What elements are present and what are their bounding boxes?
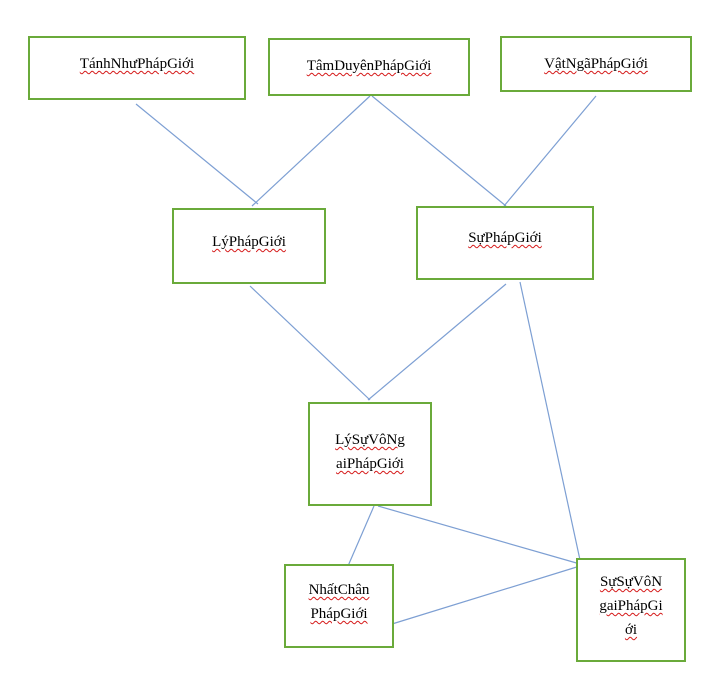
node-nhat-chan: NhấtChân PhápGiới xyxy=(284,564,394,648)
connector-ly-su-to-nhat-chan xyxy=(347,505,375,567)
node-nhat-chan-label-1: NhấtChân xyxy=(308,582,370,598)
node-vat-nga-label: VậtNgãPhápGiới xyxy=(544,56,648,72)
connector-tam-duyen-to-ly xyxy=(251,95,371,207)
node-tam-duyen: TâmDuyênPhápGiới xyxy=(268,38,470,96)
node-su-su-label-2: gaiPhápGi xyxy=(599,598,663,614)
connector-tam-duyen-to-su xyxy=(371,95,507,207)
node-nhat-chan-label-2: PhápGiới xyxy=(310,606,368,622)
node-ly-su: LýSựVôNg aiPhápGiới xyxy=(308,402,432,506)
connector-su-to-ly-su xyxy=(367,283,507,401)
node-tanh-nhu: TánhNhưPhápGiới xyxy=(28,36,246,100)
node-ly-su-label-1: LýSựVôNg xyxy=(335,432,405,448)
node-tam-duyen-label: TâmDuyênPhápGiới xyxy=(306,58,432,74)
connector-ly-su-to-su-su xyxy=(377,505,581,565)
node-su: SựPhápGiới xyxy=(416,206,594,280)
connector-nhat-chan-to-su-su xyxy=(391,565,581,625)
node-ly-label: LýPhápGiới xyxy=(212,234,286,250)
node-su-su-label-1: SựSựVôN xyxy=(599,574,663,590)
connector-ly-to-ly-su xyxy=(249,285,371,401)
connector-vat-nga-to-su xyxy=(503,95,597,207)
connector-su-to-su-su xyxy=(519,281,581,561)
node-ly: LýPhápGiới xyxy=(172,208,326,284)
connector-tanh-nhu-to-ly xyxy=(135,103,259,205)
node-su-su: SựSựVôN gaiPhápGi ới xyxy=(576,558,686,662)
node-ly-su-label-2: aiPhápGiới xyxy=(336,456,404,472)
node-su-label: SựPhápGiới xyxy=(468,230,542,246)
node-vat-nga: VậtNgãPhápGiới xyxy=(500,36,692,92)
node-su-su-label-3: ới xyxy=(624,622,638,638)
node-tanh-nhu-label: TánhNhưPhápGiới xyxy=(79,56,195,72)
